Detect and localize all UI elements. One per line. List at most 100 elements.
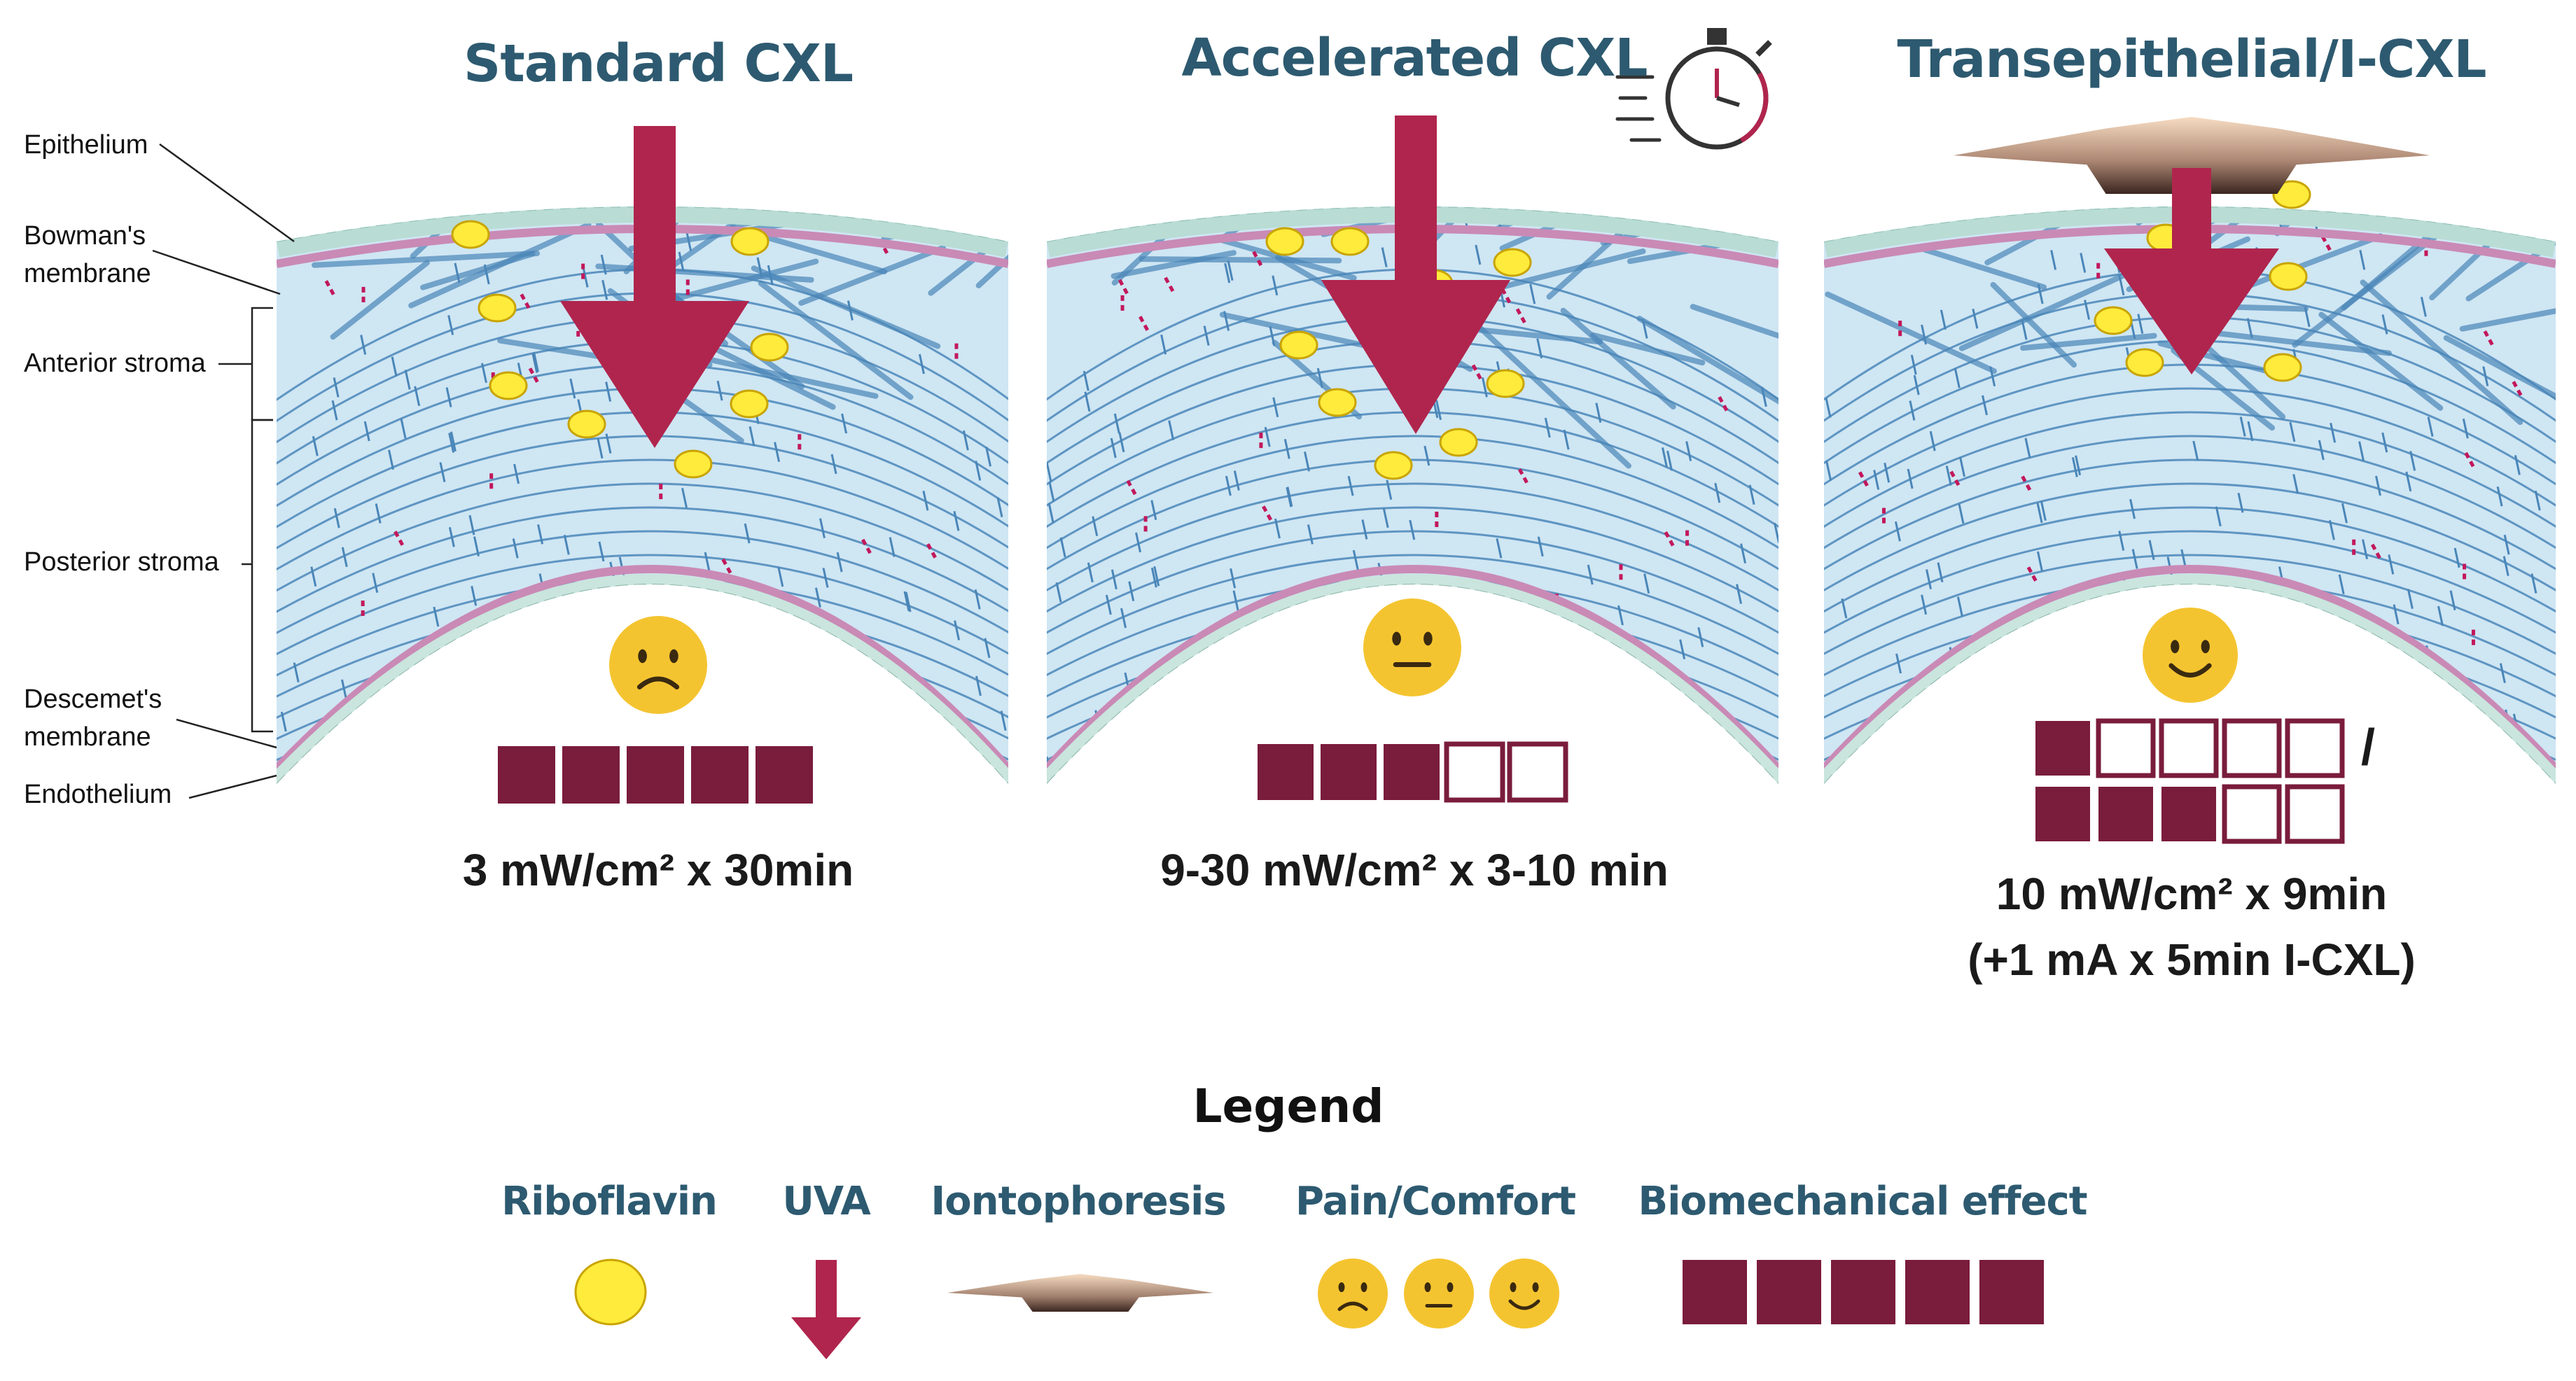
lamella-break: [1825, 398, 1832, 418]
lamella-break: [1841, 598, 1848, 619]
lamella-break: [569, 378, 576, 399]
lamella-break: [1386, 479, 1393, 500]
label-leader-line: [159, 143, 295, 243]
label-bowman-2: membrane: [24, 259, 151, 288]
effect-box-filled: [691, 746, 749, 804]
emoji-mouth: [1337, 1301, 1368, 1311]
lamella-break: [1954, 367, 1961, 388]
lamella-break: [1160, 334, 1167, 355]
emoji-eye: [2171, 640, 2180, 654]
lamella-break: [1168, 420, 1175, 440]
effect-box-filled: [1683, 1260, 1747, 1324]
lamella-break: [2080, 253, 2087, 273]
lamella-break: [1274, 518, 1281, 539]
riboflavin-icon: [451, 220, 490, 249]
lamella-break: [601, 279, 608, 300]
effect-box-filled: [1321, 744, 1377, 800]
effect-separator: /: [2361, 720, 2375, 776]
posterior-stroma-bracket: [251, 419, 273, 733]
lamella: [1824, 482, 2556, 600]
lamella-break: [2359, 249, 2366, 270]
crosslink-mark: [528, 367, 541, 385]
lamella-break: [333, 507, 340, 528]
effect-box-empty: [1507, 741, 1568, 803]
crosslink-mark: [2026, 566, 2039, 584]
lamella-break: [277, 841, 281, 860]
lamella-break: [1895, 653, 1902, 674]
effect-box-filled: [2098, 787, 2153, 841]
effect-box-empty: [1444, 741, 1505, 803]
lamella-break: [2407, 589, 2414, 609]
lamella-break: [1382, 507, 1389, 528]
lamella: [1047, 506, 1778, 621]
riboflavin-icon: [1374, 451, 1413, 480]
label-anterior-stroma: Anterior stroma: [24, 349, 206, 378]
lamella: [1824, 458, 2556, 579]
crosslink-mark: [394, 531, 405, 548]
crosslinked-fiber: [410, 206, 547, 259]
lamella-break: [1679, 639, 1686, 659]
crosslinked-fiber: [1111, 250, 1237, 279]
panel-params-transepithelial-2: (+1 mA x 5min I-CXL): [1968, 934, 2416, 985]
lamella-break: [1496, 538, 1503, 559]
lamella-break: [1059, 537, 1066, 558]
lamella-break: [2375, 475, 2381, 496]
emoji-eye: [1532, 1282, 1539, 1292]
effect-box-filled: [1384, 744, 1440, 800]
lamella-break: [889, 537, 896, 557]
inner-chamber: [1047, 587, 1778, 812]
lamella-break: [597, 438, 604, 459]
lamella-break: [2215, 506, 2222, 527]
legend-label-biomechanical: Biomechanical effect: [1638, 1179, 2088, 1224]
lamella: [1824, 435, 2556, 558]
crosslinked-fiber: [1139, 256, 1342, 264]
lamella-break: [1283, 439, 1290, 459]
lamella-break: [388, 449, 394, 470]
lamella-break: [2239, 416, 2246, 437]
lamella-break: [1825, 461, 1832, 481]
crosslink-mark: [2512, 381, 2523, 398]
lamella-break: [2534, 490, 2541, 511]
lamella-break: [974, 589, 981, 610]
lamella-break: [1227, 260, 1234, 281]
effect-box-filled: [1258, 744, 1314, 800]
stopwatch-button: [1755, 40, 1772, 57]
lamella-break: [1423, 445, 1430, 466]
effect-scale-transepithelial-epi-on: [2035, 718, 2345, 778]
lamella-break: [2338, 574, 2345, 595]
legend-label-riboflavin: Riboflavin: [501, 1179, 718, 1224]
lamella-break: [1135, 532, 1142, 553]
crosslink-mark: [1118, 279, 1130, 297]
lamella-break: [1233, 470, 1240, 491]
lamella-break: [2514, 455, 2521, 475]
lamella-break: [918, 353, 925, 374]
lamella-break: [1748, 484, 1755, 505]
lamella-break: [2453, 547, 2460, 568]
uva-arrow-icon: [560, 126, 749, 448]
lamella-break: [363, 421, 370, 442]
lamella-break: [1714, 482, 1721, 503]
lamella-break: [836, 552, 843, 573]
crosslinked-fiber: [1590, 332, 1706, 366]
lamella-break: [2118, 531, 2125, 551]
lamella-break: [605, 433, 612, 454]
lamella-break: [1225, 475, 1232, 496]
label-posterior-stroma: Posterior stroma: [24, 547, 219, 577]
lamella-break: [996, 497, 1003, 517]
crosslinked-fiber: [1990, 281, 2077, 368]
cornea-panel-2: [1047, 115, 1778, 812]
lamella-break: [1913, 374, 1920, 395]
lamella-break: [1120, 608, 1127, 629]
anatomy-leaders: [152, 143, 295, 799]
crosslink-mark: [1515, 308, 1528, 325]
comfort-icon-neutral: [1363, 598, 1461, 696]
riboflavin-icon: [730, 227, 770, 256]
lamella-break: [400, 419, 407, 439]
lamella-break: [439, 462, 446, 482]
crosslink-mark: [2021, 475, 2033, 493]
lamella-break: [777, 566, 784, 587]
lamella: [1047, 554, 1778, 663]
lamella-break: [1230, 568, 1237, 589]
lamella-break: [537, 524, 544, 545]
